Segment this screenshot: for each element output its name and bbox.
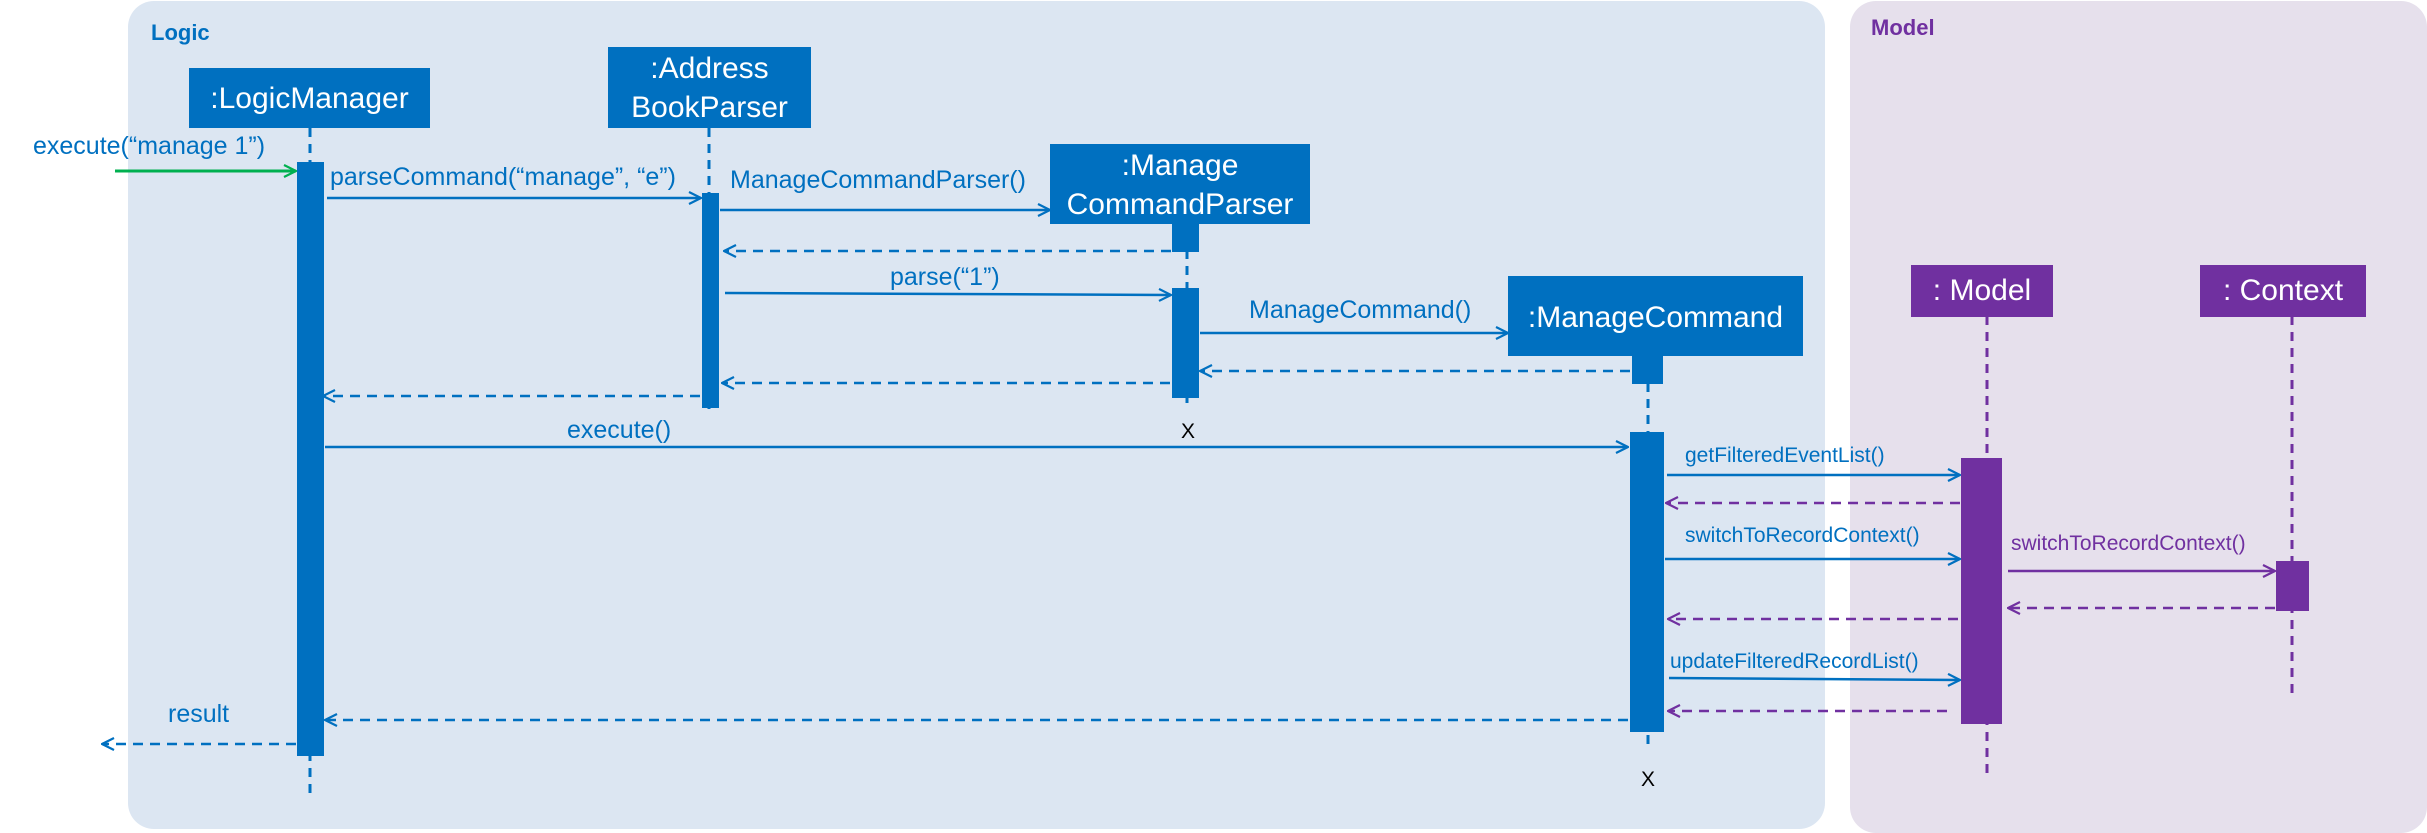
manage-command-parser-label-line2: CommandParser — [1067, 188, 1294, 221]
context-box — [2200, 265, 2366, 317]
address-book-parser-box — [608, 47, 811, 128]
destroy-marker-manage-command-parser: X — [1181, 420, 1195, 443]
msg-parse-command: parseCommand(“manage”, “e”) — [330, 163, 676, 191]
activation-manage-command-parser-init — [1172, 224, 1199, 252]
msg-switch-to-record-context-context: switchToRecordContext() — [2011, 532, 2246, 555]
manage-command-parser-box — [1050, 144, 1310, 224]
msg-create-command: ManageCommand() — [1249, 296, 1471, 324]
activation-manage-command-execute — [1630, 432, 1664, 732]
activation-model — [1961, 458, 2002, 724]
manage-command-label: :ManageCommand — [1528, 301, 1783, 334]
address-book-parser-label-line1: :Address — [650, 52, 768, 85]
logic-frame-label: Logic — [151, 20, 210, 45]
arrow-parse — [724, 293, 1171, 295]
model-label: : Model — [1933, 274, 2031, 307]
msg-execute-manage: execute(“manage 1”) — [33, 132, 265, 160]
msg-get-filtered-event-list: getFilteredEventList() — [1685, 444, 1885, 467]
context-label: : Context — [2223, 274, 2344, 307]
logic-manager-label: :LogicManager — [210, 82, 408, 115]
logic-frame — [128, 1, 1825, 829]
model-box — [1911, 265, 2053, 317]
activation-logic-manager — [297, 162, 324, 756]
logic-manager-box — [189, 68, 430, 128]
activation-address-book-parser — [702, 193, 719, 408]
activation-manage-command-init — [1632, 356, 1663, 384]
manage-command-parser-label-line1: :Manage — [1122, 149, 1239, 182]
msg-create-parser: ManageCommandParser() — [730, 166, 1026, 194]
msg-switch-to-record-context-model: switchToRecordContext() — [1685, 524, 1920, 547]
msg-execute: execute() — [567, 416, 671, 444]
msg-parse: parse(“1”) — [890, 263, 1000, 291]
arrow-update-filtered-record-list — [1668, 678, 1960, 680]
msg-update-filtered-record-list: updateFilteredRecordList() — [1670, 650, 1919, 673]
msg-result: result — [168, 700, 229, 728]
destroy-marker-manage-command: X — [1641, 768, 1655, 791]
manage-command-box — [1508, 276, 1803, 356]
model-frame-label: Model — [1871, 15, 1935, 40]
model-frame — [1850, 1, 2427, 833]
activation-manage-command-parser-parse — [1172, 288, 1199, 398]
activation-context — [2276, 561, 2309, 611]
address-book-parser-label-line2: BookParser — [631, 91, 788, 124]
